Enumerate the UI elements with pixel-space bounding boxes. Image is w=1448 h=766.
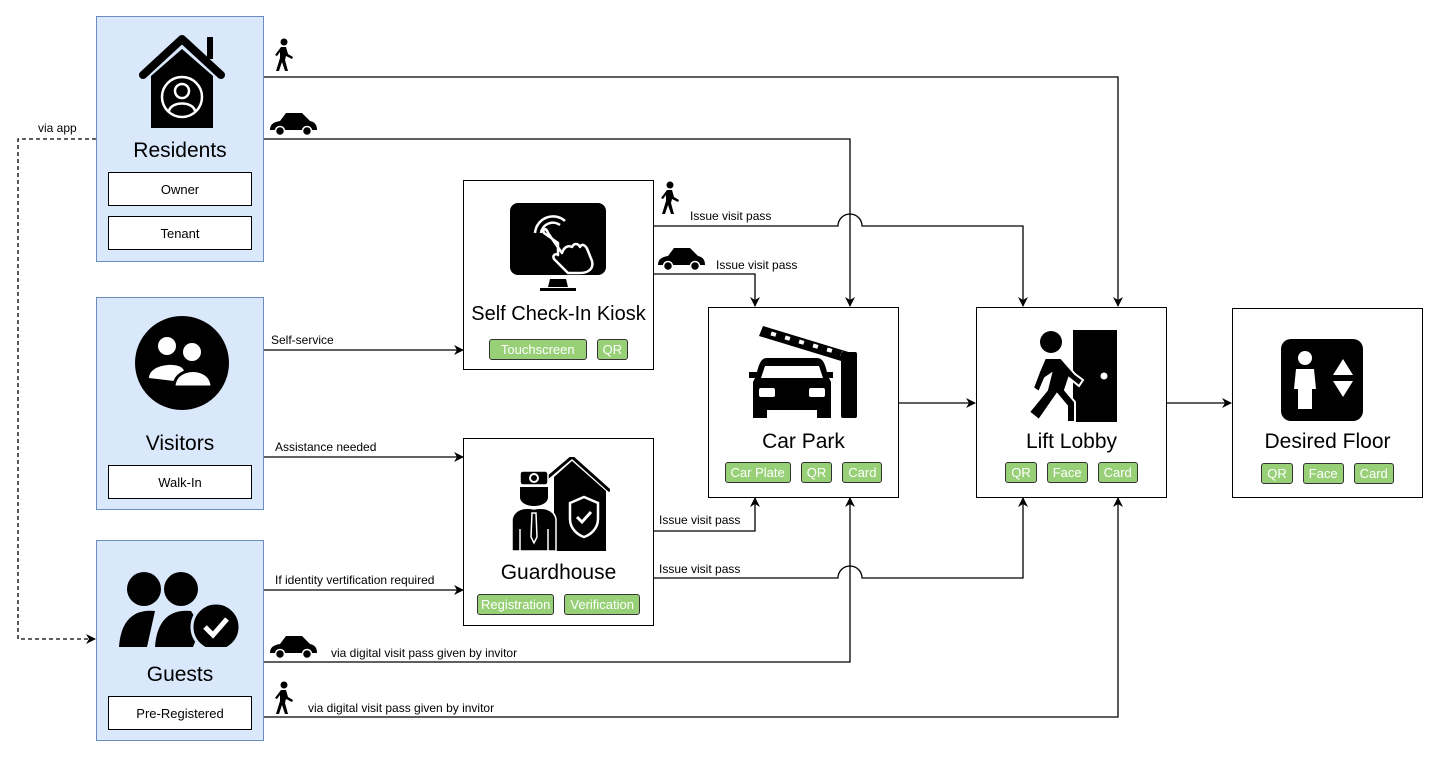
label-kiosk-car: Issue visit pass [716,258,798,272]
edge-kiosk-walk-lobby [653,213,1028,307]
tag-registration: Registration [477,594,555,615]
edge-guard-lobby [653,497,1028,579]
tag-qr: QR [596,339,629,360]
elevator-icon [1281,339,1363,421]
car-barrier-icon [749,326,857,418]
tag-face: Face [1046,462,1088,483]
person-entering-door-icon [1027,330,1117,423]
label-guest-walk: via digital visit pass given by invitor [308,701,495,715]
pedestrian-icon [661,181,679,214]
label-assistance: Assistance needed [275,440,377,454]
tag-qr: QR [1005,462,1037,483]
security-guard-icon [511,457,610,552]
label-guard-walk: Issue visit pass [659,562,741,576]
guests-title: Guests [146,663,214,686]
visitor-type-walk-in[interactable]: Walk-In [108,465,252,499]
edge-guest-walk-lobby [263,497,1123,718]
kiosk-tags: Touchscreen QR [464,339,653,360]
edge-residents-car-carpark [263,138,855,307]
resident-type-tenant[interactable]: Tenant [108,216,252,250]
tag-verification: Verification [564,594,640,615]
label-identity: If identity vertification required [275,573,435,587]
edge-kiosk-car-carpark [653,273,760,307]
car-icon [270,636,317,659]
label-guard-car: Issue visit pass [659,513,741,527]
visitors-title: Visitors [145,432,215,455]
group-icon [135,316,229,410]
verified-users-icon [119,572,242,647]
label-kiosk-walk: Issue visit pass [690,209,772,223]
car-icon [270,113,317,136]
floor-title: Desired Floor [1264,430,1391,453]
tag-card: Card [1097,462,1138,483]
pedestrian-icon [275,38,293,71]
tag-card: Card [1353,463,1394,484]
label-guest-car: via digital visit pass given by invitor [331,646,518,660]
pedestrian-icon [275,681,293,714]
tag-qr: QR [800,462,833,483]
house-person-icon [139,35,225,128]
lobby-box[interactable]: Lift Lobby QR Face Card [976,307,1167,498]
car-icon [658,248,705,271]
label-self-service: Self-service [271,333,334,347]
edge-via-app [17,138,96,644]
guests-box[interactable]: Guests Pre-Registered [96,540,264,741]
tag-car-plate: Car Plate [724,462,791,483]
residents-title: Residents [133,139,227,162]
tag-card: Card [842,462,883,483]
label-via-app: via app [38,121,77,135]
edge-guard-carpark [653,497,760,532]
touchscreen-monitor-icon [510,203,606,291]
tag-face: Face [1302,463,1344,484]
tag-touchscreen: Touchscreen [488,339,587,360]
residents-box[interactable]: Residents Owner Tenant [96,16,264,262]
kiosk-title: Self Check-In Kiosk [471,303,646,325]
carpark-tags: Car Plate QR Card [709,462,898,483]
guardhouse-tags: Registration Verification [464,594,653,615]
guardhouse-box[interactable]: Guardhouse Registration Verification [463,438,654,626]
edge-residents-walk-lobby [263,76,1123,307]
kiosk-box[interactable]: Self Check-In Kiosk Touchscreen QR [463,180,654,370]
lobby-title: Lift Lobby [1025,430,1118,453]
carpark-box[interactable]: Car Park Car Plate QR Card [708,307,899,498]
resident-type-owner[interactable]: Owner [108,172,252,206]
guest-type-pre-registered[interactable]: Pre-Registered [108,696,252,730]
edge-guest-car-carpark [263,497,855,663]
floor-box[interactable]: Desired Floor QR Face Card [1232,308,1423,498]
tag-qr: QR [1261,463,1293,484]
lobby-tags: QR Face Card [977,462,1166,483]
guardhouse-title: Guardhouse [500,561,617,584]
carpark-title: Car Park [762,430,845,453]
visitors-box[interactable]: Visitors Walk-In [96,297,264,510]
floor-tags: QR Face Card [1233,463,1422,484]
